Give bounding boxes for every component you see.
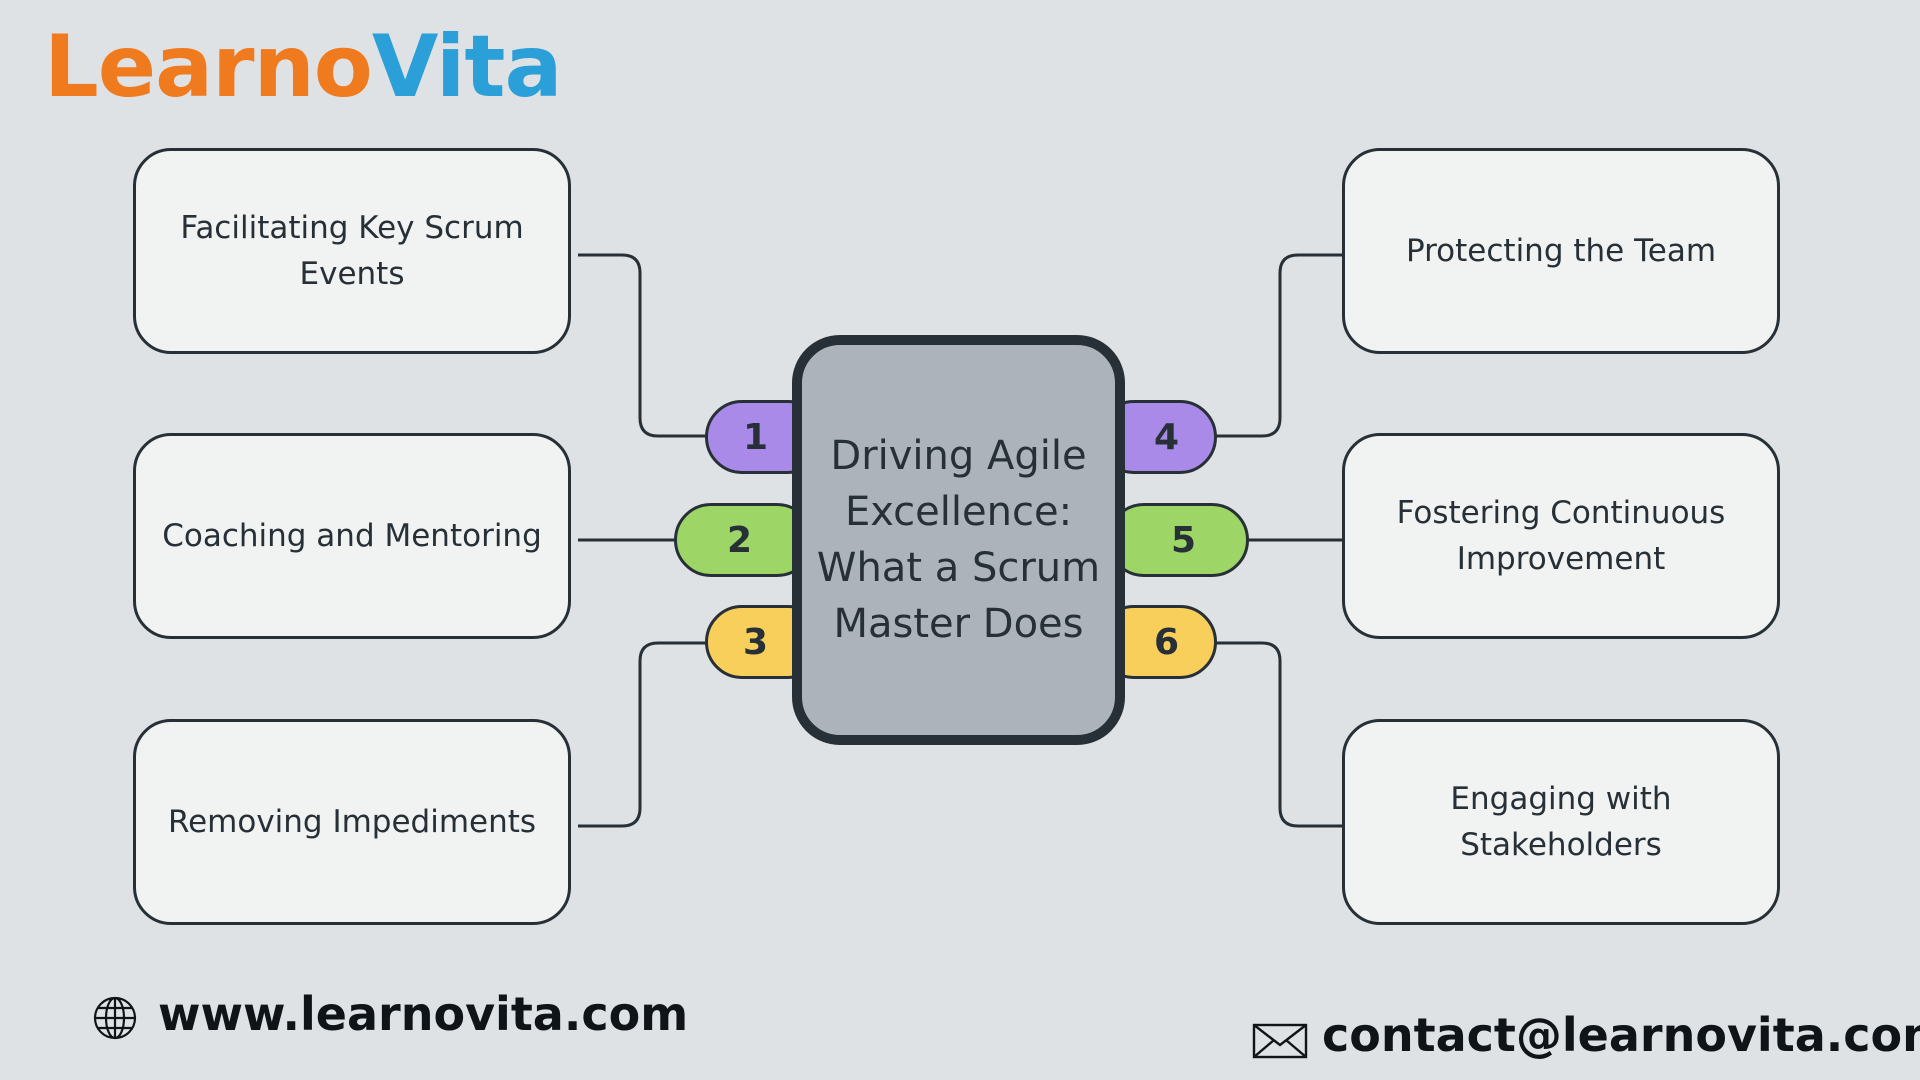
item-label-6: Engaging with Stakeholders	[1450, 781, 1672, 863]
item-box-1: Facilitating Key Scrum Events	[133, 148, 571, 354]
connector-1	[578, 253, 708, 438]
item-label-1: Facilitating Key Scrum Events	[180, 210, 524, 292]
item-label-5: Fostering Continuous Improvement	[1396, 495, 1726, 577]
badge-6: 6	[1097, 605, 1217, 679]
envelope-icon	[1252, 1023, 1308, 1059]
badge-2-number: 2	[727, 519, 753, 561]
badge-6-number: 6	[1153, 621, 1179, 663]
badge-4-number: 4	[1153, 416, 1179, 458]
item-box-3: Removing Impediments	[133, 719, 571, 925]
connector-4	[1212, 253, 1342, 438]
badge-5-number: 5	[1170, 519, 1196, 561]
item-label-2: Coaching and Mentoring	[162, 518, 542, 554]
badge-1-number: 1	[743, 416, 769, 458]
logo-text-vita: Vita	[371, 17, 563, 117]
learnovita-logo: LearnoVita	[44, 12, 563, 122]
website-link[interactable]: www.learnovita.com	[158, 987, 689, 1041]
item-box-4: Protecting the Team	[1342, 148, 1780, 354]
globe-icon	[93, 996, 137, 1040]
item-box-5: Fostering Continuous Improvement	[1342, 433, 1780, 639]
email-link[interactable]: contact@learnovita.com	[1322, 1008, 1920, 1062]
connector-6	[1212, 641, 1342, 828]
badge-5: 5	[1107, 503, 1249, 577]
badge-3-number: 3	[743, 621, 769, 663]
item-box-2: Coaching and Mentoring	[133, 433, 571, 639]
item-label-4: Protecting the Team	[1405, 233, 1717, 269]
logo-text-learno: Learno	[44, 17, 373, 117]
item-label-3: Removing Impediments	[167, 804, 537, 840]
center-title: Driving Agile Excellence: What a Scrum M…	[816, 433, 1101, 647]
item-box-6: Engaging with Stakeholders	[1342, 719, 1780, 925]
center-title-box: Driving Agile Excellence: What a Scrum M…	[792, 335, 1125, 745]
badge-2: 2	[674, 503, 814, 577]
connector-3	[578, 641, 708, 828]
